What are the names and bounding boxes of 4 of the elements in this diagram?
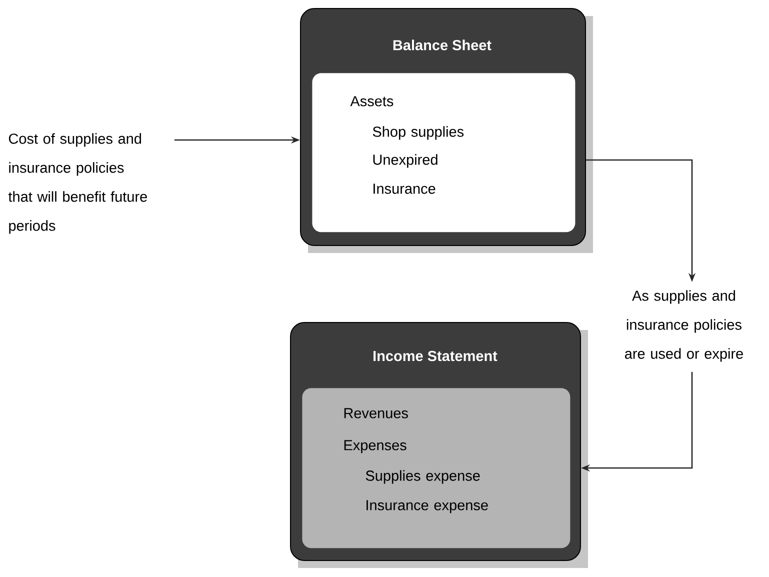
account-list-box: Assets Shop supplies Unexpired Insurance <box>312 73 576 232</box>
note-text: As supplies and insurance policies are used or expire <box>624 290 743 362</box>
note-text: Cost of supplies and insurance policies that will benefit future periods <box>8 133 147 234</box>
account-list-box: Revenues Expenses Supplies expense Insurance expense <box>302 388 570 548</box>
